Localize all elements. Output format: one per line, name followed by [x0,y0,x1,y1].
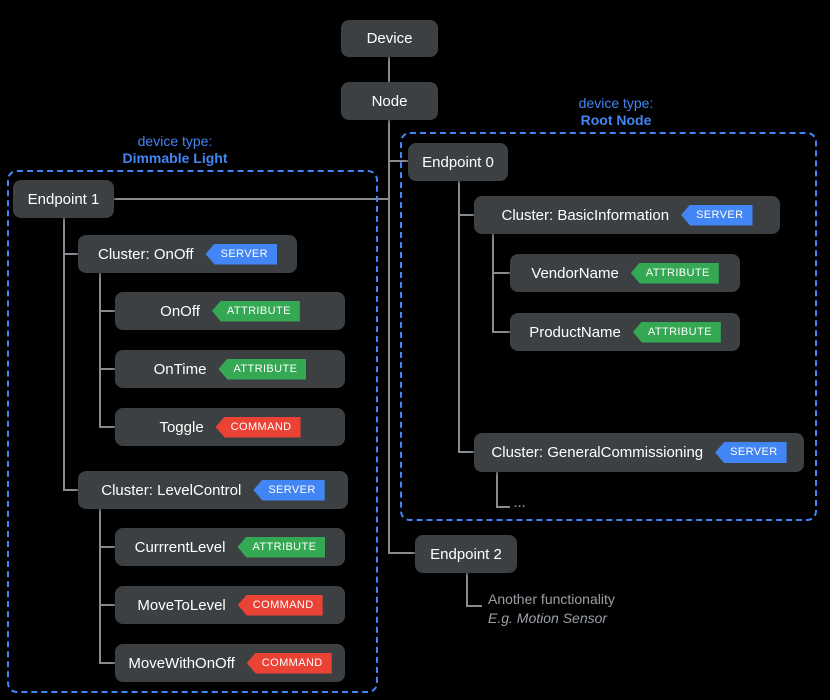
attribute-badge: ATTRIBUTE [632,321,721,343]
currrentlevel-attribute-node: CurrrentLevel ATTRIBUTE [115,528,345,566]
command-badge: COMMAND [246,652,332,674]
ontime-attribute-node: OnTime ATTRIBUTE [115,350,345,388]
connector-movewithonoff [99,662,116,664]
movetolevel-label: MoveToLevel [137,596,226,614]
connector-toggle-cmd [99,426,116,428]
cluster-generalcommissioning-node: Cluster: GeneralCommissioning SERVER [474,433,804,472]
endpoint0-label: Endpoint 0 [422,153,494,171]
command-badge: COMMAND [237,594,323,616]
vendorname-label: VendorName [531,264,619,282]
endpoint2-label: Endpoint 2 [430,545,502,563]
cluster-onoff-node: Cluster: OnOff SERVER [78,235,297,273]
vendorname-attribute-node: VendorName ATTRIBUTE [510,254,740,292]
attribute-badge: ATTRIBUTE [630,262,719,284]
device-node: Device [341,20,438,57]
connector-vendorname [492,272,510,274]
connector-onoff-children [99,273,101,428]
connector-ontime-attr [99,368,116,370]
server-badge: SERVER [681,204,753,226]
device-label: Device [366,30,413,47]
endpoint0-node: Endpoint 0 [408,143,508,181]
connector-cluster-levelcontrol [63,489,79,491]
connector-endpoint2 [388,552,416,554]
attribute-badge: ATTRIBUTE [218,358,307,380]
node-node: Node [341,82,438,120]
connector-endpoint0 [389,160,409,162]
root-node-group-title: device type: Root Node [516,95,716,129]
device-type-value: Dimmable Light [122,150,228,166]
command-badge: COMMAND [215,416,301,438]
ontime-label: OnTime [153,360,207,378]
connector-currrentlevel [99,546,116,548]
connector-node-trunk [388,119,390,554]
productname-label: ProductName [529,323,621,341]
server-badge: SERVER [205,243,278,265]
device-type-label: device type: [137,133,213,149]
server-badge: SERVER [715,442,787,463]
movewithonoff-label: MoveWithOnOff [128,654,235,672]
connector-endpoint2-note-v [466,573,468,607]
onoff-attribute-node: OnOff ATTRIBUTE [115,292,345,330]
connector-endpoint0-children [458,181,460,453]
connector-device-node [388,57,390,82]
toggle-command-node: Toggle COMMAND [115,408,345,446]
currrentlevel-label: CurrrentLevel [134,538,226,556]
endpoint1-node: Endpoint 1 [13,180,114,218]
device-type-label: device type: [578,95,654,111]
root-node-group-frame [400,132,817,521]
onoff-label: OnOff [160,302,200,320]
productname-attribute-node: ProductName ATTRIBUTE [510,313,740,351]
connector-endpoint1 [113,198,389,200]
toggle-label: Toggle [159,418,204,436]
cluster-basicinformation-label: Cluster: BasicInformation [501,206,670,224]
connector-cluster-generalcommissioning [458,451,474,453]
server-badge: SERVER [253,479,325,501]
movewithonoff-command-node: MoveWithOnOff COMMAND [115,644,345,682]
connector-levelcontrol-children [99,509,101,664]
movetolevel-command-node: MoveToLevel COMMAND [115,586,345,624]
cluster-levelcontrol-label: Cluster: LevelControl [101,481,242,499]
connector-endpoint2-note-h [466,605,482,607]
endpoint2-note-line1: Another functionality [488,591,615,607]
endpoint2-note-line2: E.g. Motion Sensor [488,610,608,626]
connector-cluster-basicinformation [458,214,474,216]
connector-onoff-attr [99,310,116,312]
cluster-levelcontrol-node: Cluster: LevelControl SERVER [78,471,348,509]
endpoint2-node: Endpoint 2 [415,535,517,573]
device-type-value: Root Node [580,112,652,128]
cluster-onoff-label: Cluster: OnOff [97,245,194,263]
dimmable-light-group-title: device type: Dimmable Light [75,133,275,167]
cluster-basicinformation-node: Cluster: BasicInformation SERVER [474,196,780,234]
connector-cluster-onoff [63,253,79,255]
endpoint2-note: Another functionality E.g. Motion Sensor [488,590,615,628]
attribute-badge: ATTRIBUTE [237,536,326,558]
connector-productname [492,331,510,333]
node-label: Node [371,92,408,110]
connector-endpoint1-children [63,218,65,491]
ellipsis-more-items: ... [514,498,527,510]
connector-basicinformation-children [492,234,494,333]
connector-generalcommissioning-more [496,471,498,508]
cluster-generalcommissioning-label: Cluster: GeneralCommissioning [491,444,704,461]
connector-movetolevel [99,604,116,606]
endpoint1-label: Endpoint 1 [27,190,100,208]
dimmable-light-group-frame [7,170,378,693]
attribute-badge: ATTRIBUTE [211,300,300,322]
connector-ellipsis [496,506,510,508]
